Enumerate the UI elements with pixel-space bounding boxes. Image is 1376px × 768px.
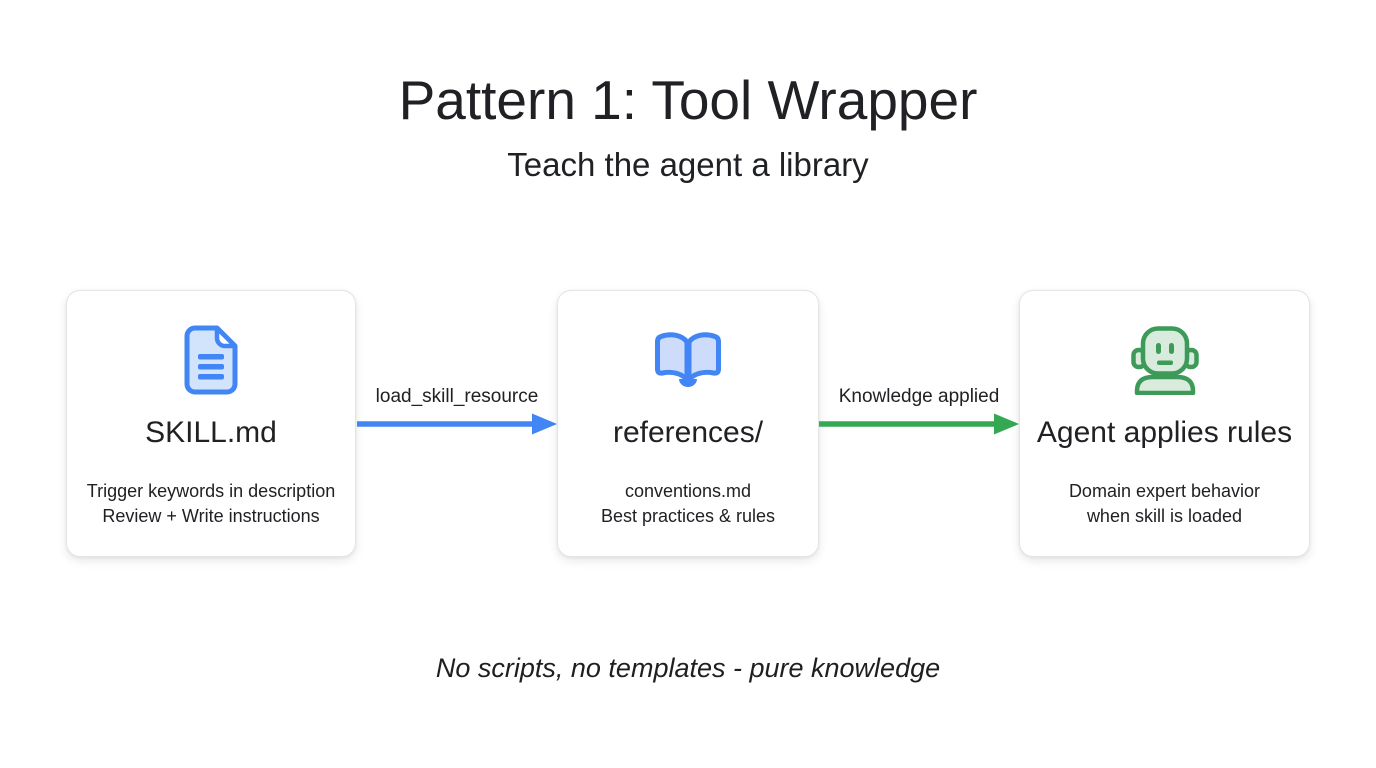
node-title: SKILL.md [145,416,277,449]
description-line: when skill is loaded [1086,505,1243,526]
arrow-knowledge-applied: Knowledge applied [819,386,1019,437]
diagram-subtitle: Teach the agent a library [507,146,869,183]
diagram-title: Pattern 1: Tool Wrapper [398,69,978,131]
blue-arrow [357,413,557,435]
arrow-label: load_skill_resource [375,386,539,407]
footer-caption: No scripts, no templates - pure knowledg… [435,653,941,683]
open-book-icon [651,324,725,396]
node-title: references/ [612,416,764,449]
description-line: conventions.md [624,481,752,501]
green-arrow [819,413,1019,435]
node-skill-md: SKILL.md Trigger keywords in description… [66,290,356,557]
node-references: references/ conventions.md Best practice… [557,290,819,557]
description-line: Domain expert behavior [1068,481,1261,501]
node-description: Trigger keywords in description Review +… [87,479,335,528]
node-agent-applies-rules: Agent applies rules Domain expert behavi… [1019,290,1310,557]
node-description: Domain expert behavior when skill is loa… [1069,479,1260,528]
robot-icon [1130,324,1200,396]
description-line: Trigger keywords in description [86,481,336,501]
node-description: conventions.md Best practices & rules [601,479,775,528]
node-title: Agent applies rules [1036,416,1293,449]
document-icon [182,324,240,396]
arrow-label: Knowledge applied [838,386,1000,407]
description-line: Best practices & rules [600,505,776,526]
arrow-load-skill-resource: load_skill_resource [357,386,557,437]
description-line: Review + Write instructions [102,505,320,526]
